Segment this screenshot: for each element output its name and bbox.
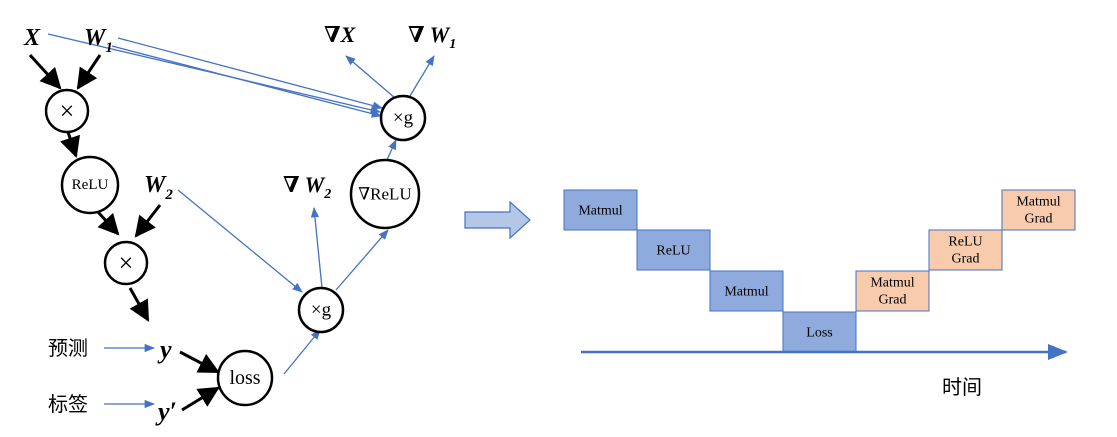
edge-loss-to-mulg-lower bbox=[283, 329, 321, 375]
node-mul1 bbox=[44, 88, 90, 134]
graph-nodes bbox=[44, 88, 427, 407]
timeline-block-6-label-line2: Grad bbox=[952, 252, 980, 267]
edge-w2-to-mul2 bbox=[134, 204, 162, 238]
edge-mulg-lower-to-relugrad bbox=[335, 229, 389, 291]
node-loss-label: loss bbox=[229, 367, 260, 389]
edge-w2-to-mulg-lower bbox=[177, 189, 303, 293]
prediction-label: 预测 bbox=[48, 336, 88, 360]
edge-w1-to-mulg-upper-b bbox=[111, 45, 383, 118]
edge-mulg-lower-to-grad-w2 bbox=[310, 206, 323, 289]
edge-x-to-mul1 bbox=[28, 53, 62, 90]
edge-mulg-upper-to-grad-x bbox=[345, 55, 396, 99]
timeline-block-2 bbox=[636, 229, 711, 271]
node-mulg-lower-label: ×g bbox=[311, 300, 332, 321]
timeline-block-1 bbox=[563, 189, 638, 231]
var-grad-w1: ∇ W1 bbox=[408, 22, 456, 52]
timeline-block-5-label-line1: Matmul bbox=[870, 276, 914, 291]
computation-graph: × ReLU × loss ×g ∇ReLU ×g X W1 W2 y y′ ∇… bbox=[23, 22, 456, 426]
node-relu-grad-label: ∇ReLU bbox=[358, 185, 411, 204]
edge-w1-to-mul1 bbox=[76, 54, 102, 90]
var-y: y bbox=[157, 335, 172, 364]
node-loss bbox=[216, 349, 274, 407]
forward-edges bbox=[28, 53, 220, 412]
timeline-block-4-label-line1: Loss bbox=[806, 326, 832, 341]
node-relu-grad bbox=[349, 158, 421, 230]
var-w1-main: W bbox=[84, 25, 107, 51]
timeline-block-5-label-line2: Grad bbox=[879, 293, 907, 308]
var-w2-subscript: 2 bbox=[164, 187, 173, 203]
edge-y-to-loss bbox=[179, 350, 220, 374]
node-mul2 bbox=[103, 240, 149, 286]
edge-ytrue-to-loss bbox=[181, 386, 220, 412]
edge-w1-to-mulg-upper-a bbox=[117, 37, 384, 110]
edge-mul2-to-y bbox=[128, 287, 150, 322]
graph-variable-labels: X W1 W2 y y′ ∇X ∇ W1 ∇ W2 bbox=[23, 22, 456, 426]
timeline-block-7 bbox=[1001, 189, 1076, 231]
var-w1-subscript: 1 bbox=[105, 40, 113, 56]
timeline-block-1-label-line1: Matmul bbox=[578, 204, 622, 219]
edge-relugrad-to-mulg-upper bbox=[385, 139, 397, 163]
graph-node-labels: × ReLU × loss ×g ∇ReLU ×g bbox=[60, 97, 414, 390]
timeline-block-5 bbox=[855, 270, 930, 312]
var-w1: W1 bbox=[84, 25, 113, 56]
var-grad-w1-subscript: 1 bbox=[449, 37, 456, 52]
timeline-block-6-label-line1: ReLU bbox=[948, 235, 982, 250]
var-x: X bbox=[23, 25, 41, 51]
node-mulg-upper-label: ×g bbox=[393, 108, 414, 129]
node-mul1-label: × bbox=[60, 97, 75, 126]
node-mul2-label: × bbox=[119, 249, 134, 278]
edge-mul1-to-relu bbox=[60, 131, 80, 158]
var-grad-w1-main: ∇ W bbox=[408, 22, 451, 47]
var-grad-x: ∇X bbox=[324, 22, 357, 47]
node-relu-label: ReLU bbox=[72, 177, 109, 193]
timeline-blocks: MatmulReLUMatmulLossMatmulGradReLUGradMa… bbox=[563, 189, 1076, 353]
var-grad-w2: ∇ W2 bbox=[283, 172, 331, 202]
backward-edges bbox=[47, 33, 435, 409]
edge-relu-to-mul2 bbox=[96, 210, 120, 236]
var-grad-w2-main: ∇ W bbox=[283, 172, 326, 197]
node-relu bbox=[60, 155, 120, 215]
timeline-block-7-label-line1: Matmul bbox=[1016, 195, 1060, 210]
timeline-block-7-label-line2: Grad bbox=[1025, 212, 1053, 227]
node-mulg-lower bbox=[297, 286, 345, 334]
timeline-block-6 bbox=[928, 229, 1003, 271]
timeline-block-3-label-line1: Matmul bbox=[724, 285, 768, 300]
time-axis-label: 时间 bbox=[942, 375, 982, 399]
timeline-block-3 bbox=[709, 270, 784, 312]
timeline: MatmulReLUMatmulLossMatmulGradReLUGradMa… bbox=[563, 189, 1076, 399]
transition-arrow-icon bbox=[464, 200, 531, 240]
var-y-true: y′ bbox=[155, 397, 177, 426]
timeline-block-2-label-line1: ReLU bbox=[656, 244, 690, 259]
graph-side-labels: 预测 标签 bbox=[48, 336, 88, 416]
var-w2: W2 bbox=[144, 172, 173, 203]
var-grad-w2-subscript: 2 bbox=[323, 187, 331, 202]
edge-mulg-upper-to-grad-w1 bbox=[409, 55, 435, 97]
var-w2-main: W bbox=[144, 172, 167, 198]
node-mulg-upper bbox=[379, 94, 427, 142]
true-label-label: 标签 bbox=[48, 392, 88, 416]
